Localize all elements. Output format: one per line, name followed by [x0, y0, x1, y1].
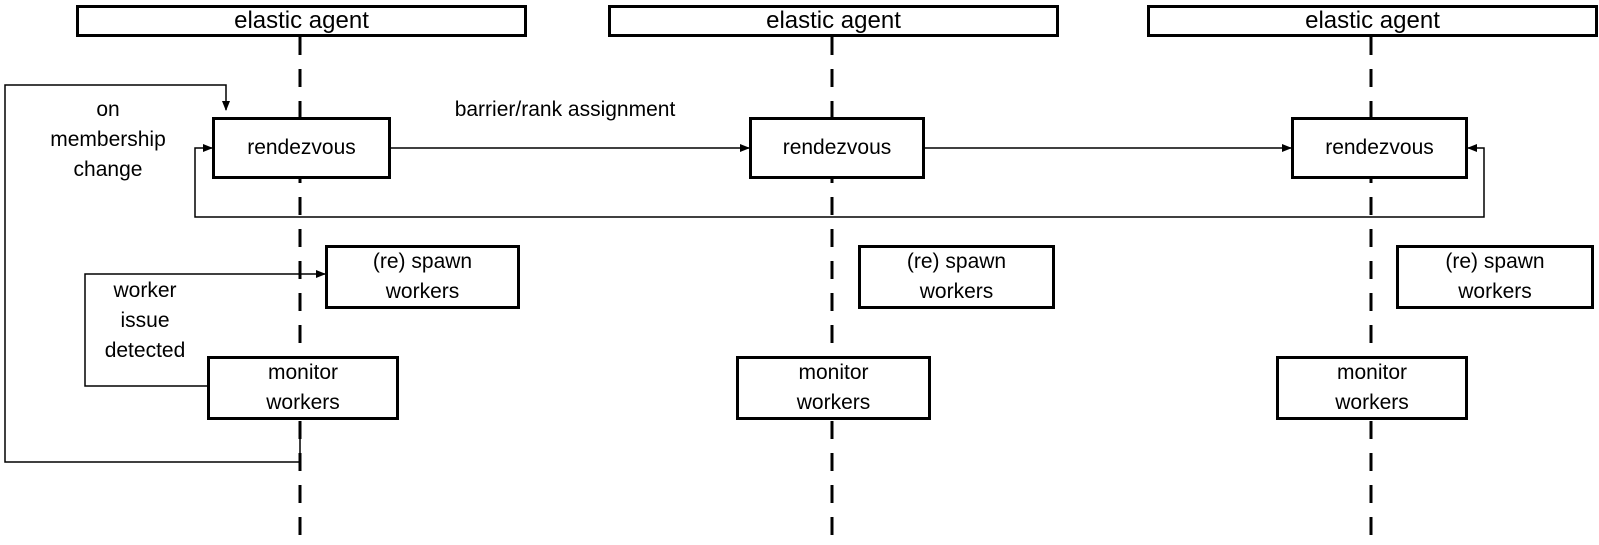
- monitor-workers-box-1: monitor workers: [207, 356, 399, 420]
- spawn-workers-box-3: (re) spawn workers: [1396, 245, 1594, 309]
- monitor-workers-box-3: monitor workers: [1276, 356, 1468, 420]
- membership-change-loop: [4, 84, 301, 463]
- worker-issue-label: worker issue detected: [104, 279, 186, 362]
- monitor-workers-box-2: monitor workers: [736, 356, 931, 420]
- rendezvous-box-1: rendezvous: [212, 117, 391, 179]
- rendezvous-box-2: rendezvous: [749, 117, 925, 179]
- rendezvous-feedback-right: [700, 144, 1485, 218]
- worker-issue-loop: [84, 270, 326, 387]
- agent-header-2: elastic agent: [608, 5, 1059, 37]
- agent-header-3: elastic agent: [1147, 5, 1598, 37]
- spawn-workers-box-2: (re) spawn workers: [858, 245, 1055, 309]
- spawn-workers-box-1: (re) spawn workers: [325, 245, 520, 309]
- agent-header-1: elastic agent: [76, 5, 527, 37]
- rendezvous-box-3: rendezvous: [1291, 117, 1468, 179]
- barrier-rank-label: barrier/rank assignment: [454, 98, 676, 121]
- membership-change-label: on membership change: [50, 98, 166, 181]
- rendezvous-feedback-left: [194, 144, 700, 218]
